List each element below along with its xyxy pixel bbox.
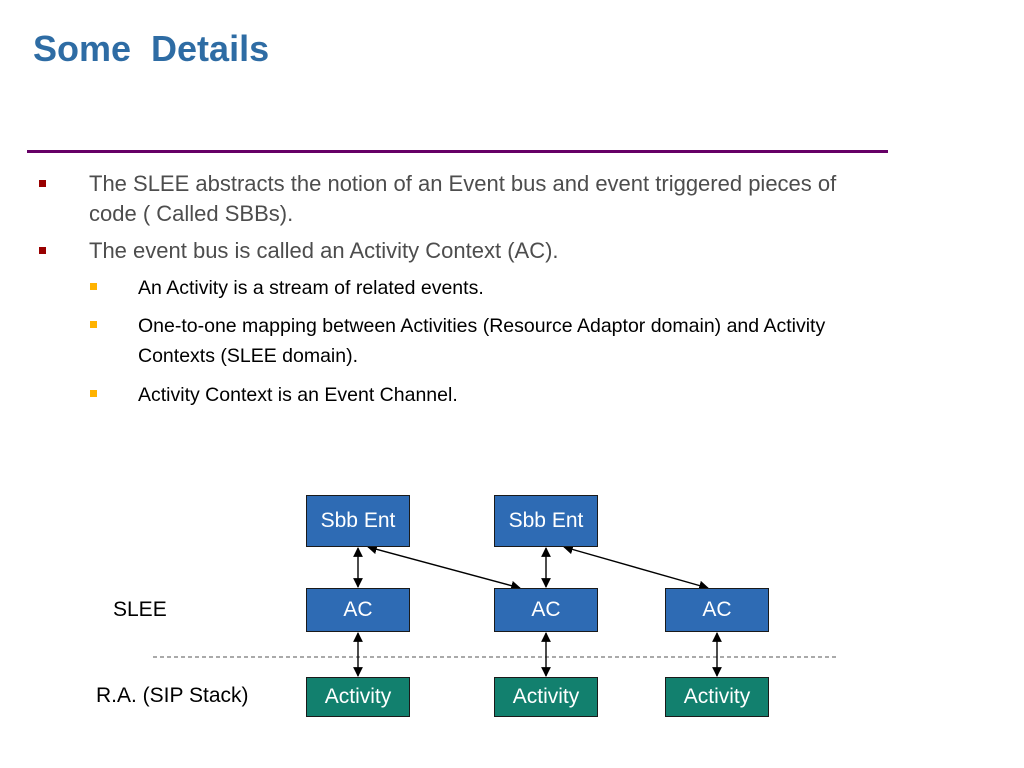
- sub-bullet-marker-2: [90, 321, 97, 328]
- activity-node-3: Activity: [665, 677, 769, 717]
- ra-layer-label: R.A. (SIP Stack): [96, 684, 249, 707]
- activity-context-node-1: AC: [306, 588, 410, 632]
- sub-bullet-item-1: An Activity is a stream of related event…: [138, 277, 484, 299]
- activity-node-1: Activity: [306, 677, 410, 717]
- sub-bullet-item-2: One-to-one mapping between Activities (R…: [138, 315, 826, 367]
- sub-bullet-marker-1: [90, 283, 97, 290]
- bullet-marker-2: [39, 247, 46, 254]
- sbb-entity-node-2: Sbb Ent: [494, 495, 598, 547]
- slee-layer-label: SLEE: [113, 598, 167, 621]
- sbb-entity-node-1: Sbb Ent: [306, 495, 410, 547]
- slide-title: Some Details: [33, 28, 270, 69]
- link-sbb1-ac2: [367, 544, 521, 591]
- bullet-marker-1: [39, 180, 46, 187]
- title-divider: [27, 150, 888, 153]
- bullet-item-2: The event bus is called an Activity Cont…: [89, 238, 559, 263]
- activity-context-node-2: AC: [494, 588, 598, 632]
- sub-bullet-marker-3: [90, 390, 97, 397]
- activity-node-2: Activity: [494, 677, 598, 717]
- bullet-item-1: The SLEE abstracts the notion of an Even…: [89, 171, 837, 226]
- link-sbb2-ac3: [563, 544, 709, 591]
- sub-bullet-item-3: Activity Context is an Event Channel.: [138, 384, 458, 406]
- activity-context-node-3: AC: [665, 588, 769, 632]
